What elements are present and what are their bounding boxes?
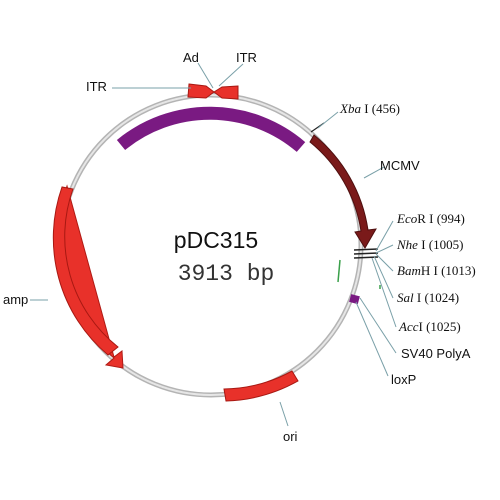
label-acc: AccI (1025) (398, 319, 461, 334)
label-xba-pos: (456) (369, 101, 400, 116)
label-xba-italic: Xba (339, 101, 361, 116)
ori-feature (223, 370, 299, 402)
leader-eco (375, 220, 394, 252)
label-sal-rest: I (414, 290, 422, 305)
label-eco: EcoR I (994) (396, 211, 465, 226)
leader-xba (317, 111, 339, 129)
leader-ori (279, 401, 289, 427)
label-mcmv: MCMV (380, 158, 420, 173)
label-nhe-italic: Nhe (396, 237, 418, 252)
label-sv40: SV40 PolyA (401, 346, 471, 361)
label-itr-left: ITR (86, 79, 107, 94)
leader-sv40 (359, 297, 397, 354)
plasmid-name: pDC315 (174, 227, 258, 253)
label-ori: ori (283, 429, 298, 444)
label-xba-rest: I (361, 101, 369, 116)
leader-lines (30, 62, 397, 427)
label-nhe-rest: I (418, 237, 426, 252)
label-bam: BamH I (1013) (397, 263, 476, 278)
label-xba: Xba I (456) (339, 101, 400, 116)
leader-sal (373, 255, 394, 299)
label-sal: Sal I (1024) (397, 290, 459, 305)
label-loxp: loxP (391, 372, 416, 387)
label-acc-rest: I (418, 319, 422, 334)
label-bam-italic: Bam (397, 263, 421, 278)
amp-feature (52, 186, 119, 356)
label-eco-italic: Eco (396, 211, 418, 226)
label-sal-italic: Sal (397, 290, 414, 305)
leader-mcmv (363, 166, 385, 179)
label-itr-right: ITR (236, 50, 257, 65)
label-acc-pos: (1025) (423, 319, 461, 334)
leader-ad (197, 62, 214, 89)
leader-bam (375, 253, 394, 272)
leader-itr-right (218, 63, 244, 87)
leader-loxp (355, 301, 389, 377)
itr-left-feature (187, 83, 215, 99)
loxp-feature (349, 294, 360, 305)
label-eco-pos: (994) (433, 211, 464, 226)
label-eco-rest: R I (417, 211, 433, 226)
plasmid-size: 3913 bp (178, 261, 275, 287)
label-nhe: Nhe I (1005) (396, 237, 463, 252)
mcs-tick-1 (353, 248, 379, 251)
leader-acc (371, 257, 397, 328)
label-bam-pos: (1013) (438, 263, 476, 278)
label-sal-pos: (1024) (421, 290, 459, 305)
label-acc-italic: Acc (398, 319, 419, 334)
mcmv-feature (309, 134, 377, 249)
inner-purple-feature (116, 106, 306, 152)
label-nhe-pos: (1005) (426, 237, 464, 252)
leader-nhe (375, 244, 394, 254)
itr-right-feature (213, 85, 239, 100)
label-bam-rest: H I (421, 263, 438, 278)
mcs-tick-2 (353, 252, 379, 255)
sv40-marker (337, 259, 341, 283)
label-amp: amp (3, 292, 28, 307)
label-ad: Ad (183, 50, 199, 65)
